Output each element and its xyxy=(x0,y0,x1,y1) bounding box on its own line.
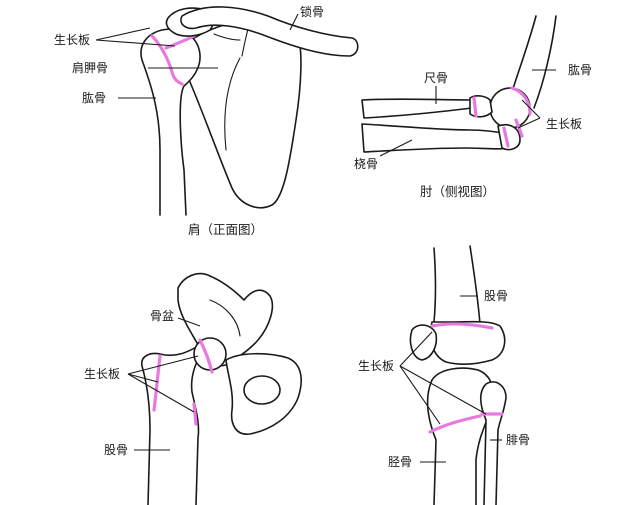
label-scapula: 肩胛骨 xyxy=(72,60,108,75)
label-femur-hip: 股骨 xyxy=(104,443,128,457)
humerus-shoulder xyxy=(141,29,200,215)
fibula xyxy=(481,382,506,505)
caption-shoulder: 肩（正面图） xyxy=(188,222,263,237)
label-plate-hip: 生长板 xyxy=(84,367,120,381)
label-fibula: 腓骨 xyxy=(506,432,530,447)
patella xyxy=(410,325,436,360)
hip-panel: 骨盆 生长板 股骨 xyxy=(84,274,301,505)
elbow-plate-ulna xyxy=(474,98,476,116)
label-clavicle: 锁骨 xyxy=(300,4,324,19)
shoulder-panel: 锁骨 生长板 肩胛骨 肱骨 肩（正面图） xyxy=(54,4,358,237)
radius xyxy=(362,124,512,152)
femur-hip xyxy=(142,346,202,505)
leader-plate-a xyxy=(96,28,150,40)
knee-panel: 股骨 生长板 胫骨 腓骨 xyxy=(358,246,530,505)
label-plate-shoulder: 生长板 xyxy=(54,33,90,47)
label-plate-knee: 生长板 xyxy=(358,359,394,373)
obturator-foramen xyxy=(244,376,280,404)
label-radius: 桡骨 xyxy=(354,156,378,171)
hip-plate-trochanter xyxy=(194,404,196,424)
elbow-panel: 尺骨 肱骨 生长板 桡骨 肘（侧视图） xyxy=(354,16,592,199)
caption-elbow: 肘（侧视图） xyxy=(420,184,495,199)
ulna xyxy=(362,99,472,118)
label-humerus-shoulder: 肱骨 xyxy=(82,90,106,105)
label-ulna: 尺骨 xyxy=(424,71,448,85)
label-humerus-elbow: 肱骨 xyxy=(568,62,592,77)
label-tibia: 胫骨 xyxy=(388,455,412,469)
label-femur-knee: 股骨 xyxy=(484,289,508,303)
label-plate-elbow: 生长板 xyxy=(546,117,582,131)
femur-knee xyxy=(434,246,480,324)
label-pelvis: 骨盆 xyxy=(150,309,174,323)
